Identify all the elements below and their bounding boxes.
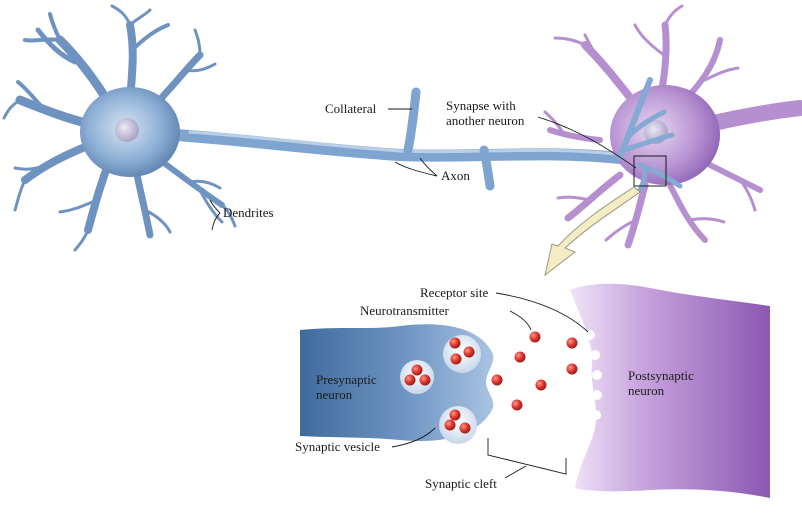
vesicle-1 [400,360,434,394]
label-receptor-site: Receptor site [420,285,488,300]
neurotransmitter-molecules [404,331,578,434]
vesicle-2 [443,335,481,373]
postsynaptic-neuron-cell [543,4,802,249]
label-postsynaptic-line2: neuron [628,383,665,398]
label-synaptic-cleft: Synaptic cleft [425,476,497,491]
receptor-sites [585,330,602,420]
label-axon: Axon [441,168,470,183]
diagram-labels: Collateral Synapse with another neuron A… [223,98,694,491]
label-collateral: Collateral [325,101,377,116]
label-presynaptic-line1: Presynaptic [316,372,377,387]
postsynaptic-terminal [570,283,770,498]
synapse-closeup [300,283,770,498]
label-neurotransmitter: Neurotransmitter [360,303,449,318]
magnify-arrow [544,186,641,277]
nucleus [115,118,139,142]
axon-branch [479,145,495,191]
synapse-highlight-box [633,155,667,187]
axon-highlight [188,130,617,156]
leader-lines [209,108,637,479]
collateral-branch [403,87,421,155]
label-postsynaptic-line1: Postsynaptic [628,368,694,383]
label-synaptic-vesicle: Synaptic vesicle [295,439,380,454]
purple-axon [697,100,802,133]
label-dendrites: Dendrites [223,205,274,220]
label-synapse-line1: Synapse with [446,98,516,113]
label-presynaptic-line2: neuron [316,387,353,402]
axon-terminals [617,77,683,193]
vesicle-3 [439,406,477,444]
label-synapse-line2: another neuron [446,113,525,128]
